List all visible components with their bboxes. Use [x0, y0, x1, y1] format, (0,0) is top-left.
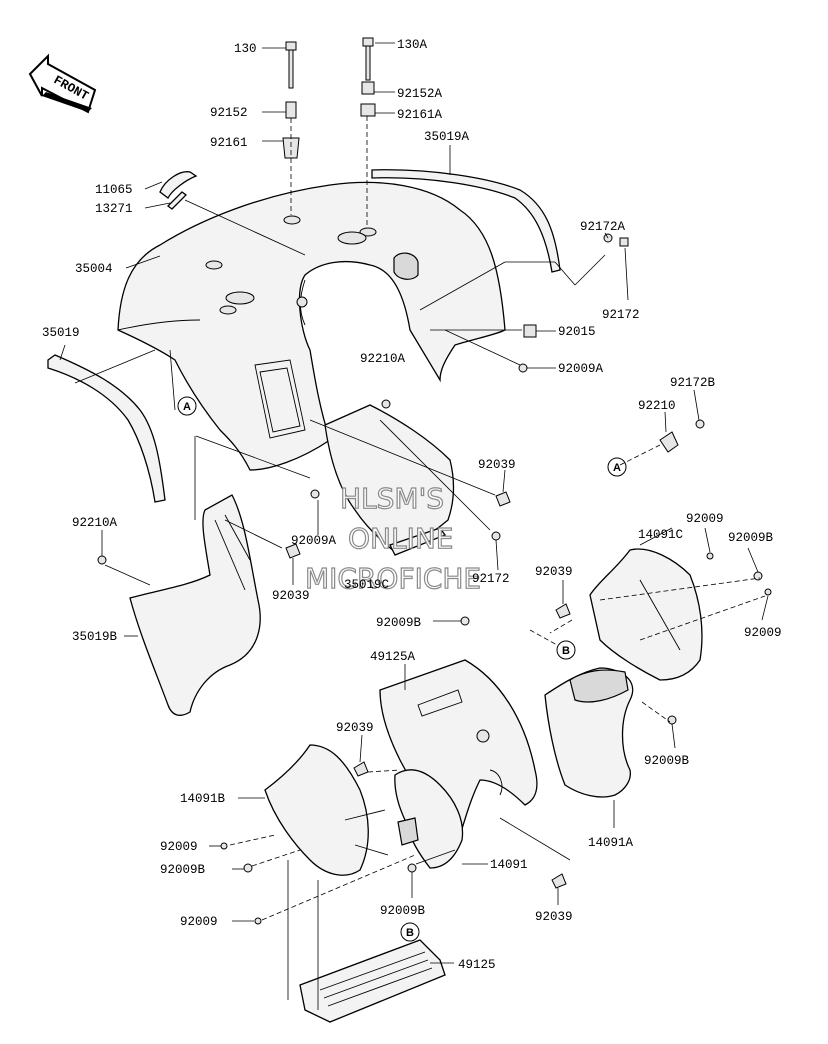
label-49125A: 49125A: [370, 650, 416, 664]
label-14091A: 14091A: [588, 836, 634, 850]
guard-14091B: [264, 744, 389, 876]
label-35004: 35004: [75, 262, 113, 276]
label-92152A: 92152A: [397, 87, 443, 101]
hardware: [97, 37, 772, 925]
label-49125: 49125: [458, 958, 496, 972]
trim-35019A: [371, 169, 561, 273]
watermark-line-3: MICROFICHE: [305, 562, 481, 595]
label-130A: 130A: [397, 38, 428, 52]
panel-49125: [299, 939, 446, 1023]
label-92009B-d: 92009B: [160, 863, 206, 877]
label-14091C: 14091C: [638, 528, 683, 542]
label-92039-a: 92039: [478, 458, 516, 472]
label-92039-d: 92039: [336, 721, 374, 735]
label-92152: 92152: [210, 106, 248, 120]
label-92009A-b: 92009A: [291, 534, 337, 548]
inner-fender-35019C: [324, 404, 455, 556]
svg-text:B: B: [406, 927, 414, 939]
svg-text:A: A: [183, 401, 191, 413]
clip-11065: [159, 171, 198, 210]
bracket-14091: [394, 769, 464, 869]
label-92009B-b: 92009B: [376, 616, 422, 630]
guard-14091A: [544, 667, 634, 798]
label-92039-e: 92039: [535, 910, 573, 924]
rear-fender-35004: [117, 181, 506, 471]
watermark-line-2: ONLINE: [348, 522, 453, 555]
guard-14091C: [589, 548, 703, 681]
label-92039-b: 92039: [272, 589, 310, 603]
label-92009-c: 92009: [160, 840, 198, 854]
label-11065: 11065: [95, 183, 133, 197]
label-92009B-c: 92009B: [644, 754, 690, 768]
label-92172-b: 92172: [472, 572, 510, 586]
trim-35019: [47, 354, 166, 503]
svg-text:B: B: [562, 645, 570, 657]
label-92009A-right: 92009A: [558, 362, 604, 376]
label-92015: 92015: [558, 325, 596, 339]
alignment-lines: [74, 116, 766, 1010]
ref-marker-A-right: A: [607, 457, 627, 477]
ref-marker-B-bottom: B: [400, 922, 420, 942]
label-92172B: 92172B: [670, 376, 716, 390]
cover-49125A: [379, 659, 538, 837]
ref-marker-B-right: B: [556, 640, 576, 660]
label-35019C: 35019C: [344, 578, 389, 592]
label-13271: 13271: [95, 202, 133, 216]
label-92009-b: 92009: [744, 626, 782, 640]
watermark-line-1: HLSM'S: [340, 482, 444, 515]
label-14091B: 14091B: [180, 792, 226, 806]
label-92172A: 92172A: [580, 220, 626, 234]
label-92161A: 92161A: [397, 108, 443, 122]
label-92161: 92161: [210, 136, 248, 150]
label-92210: 92210: [638, 399, 676, 413]
label-92009-a: 92009: [686, 512, 724, 526]
label-130: 130: [234, 42, 257, 56]
label-92009-d: 92009: [180, 915, 218, 929]
watermark: HLSM'S ONLINE MICROFICHE: [304, 481, 481, 595]
svg-text:A: A: [613, 462, 621, 474]
front-arrow: FRONT: [28, 53, 97, 114]
leader-lines: [59, 42, 769, 964]
label-92009B-a: 92009B: [728, 531, 774, 545]
label-92210A-b: 92210A: [72, 516, 118, 530]
label-92210A: 92210A: [360, 352, 406, 366]
guard-35019B: [129, 494, 261, 716]
label-35019A: 35019A: [424, 130, 470, 144]
label-35019: 35019: [42, 326, 80, 340]
label-92039-c: 92039: [535, 565, 573, 579]
label-92172: 92172: [602, 308, 640, 322]
label-35019B: 35019B: [72, 630, 118, 644]
label-92009B-e: 92009B: [380, 904, 426, 918]
part-labels: 130 130A 92152 92152A 92161 92161A 35019…: [42, 38, 782, 972]
ref-marker-A-left: A: [177, 396, 197, 416]
label-14091: 14091: [490, 858, 528, 872]
